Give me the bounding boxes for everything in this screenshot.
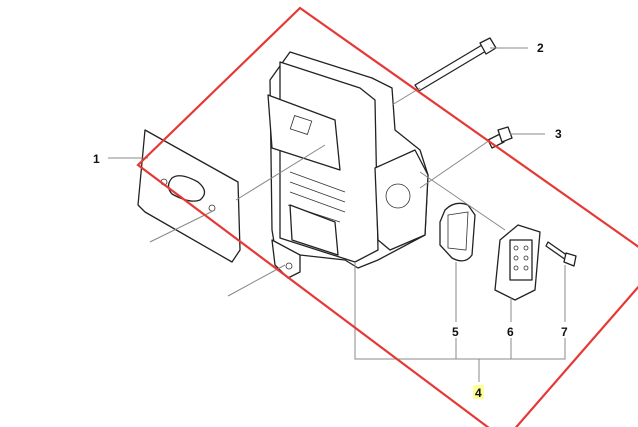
callout-4[interactable]: 4 — [475, 386, 482, 400]
highlight-box — [136, 6, 638, 427]
callout-7[interactable]: 7 — [561, 325, 568, 339]
callout-4-highlight — [473, 385, 484, 399]
bolt-part-3[interactable] — [487, 126, 513, 149]
leader-lines — [108, 47, 566, 382]
callout-6[interactable]: 6 — [507, 325, 514, 339]
spark-arrestor-cover-part[interactable] — [439, 202, 476, 262]
screw-part[interactable] — [545, 241, 577, 267]
muffler-part[interactable] — [267, 51, 429, 279]
callout-2[interactable]: 2 — [537, 41, 544, 55]
callout-1[interactable]: 1 — [93, 152, 100, 166]
screen-part[interactable] — [494, 224, 541, 301]
bolt-part-2[interactable] — [414, 37, 497, 92]
callout-3[interactable]: 3 — [555, 127, 562, 141]
callout-5[interactable]: 5 — [452, 325, 459, 339]
